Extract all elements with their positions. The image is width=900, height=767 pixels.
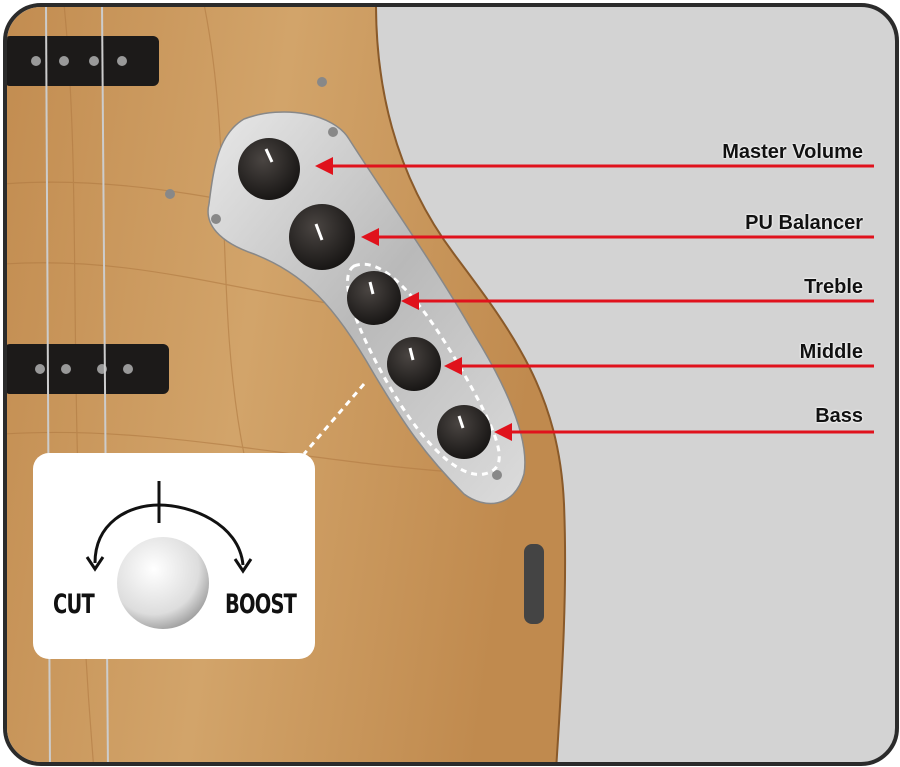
cut-label: CUT — [53, 589, 95, 620]
pickup-neck — [7, 36, 159, 86]
boost-label: BOOST — [225, 589, 297, 620]
knob-treble — [347, 271, 401, 325]
label-treble: Treble — [804, 276, 863, 298]
knob-bass — [437, 405, 491, 459]
diagram-frame: Master Volume PU Balancer Treble Middle … — [3, 3, 899, 766]
label-pu-balancer: PU Balancer — [745, 212, 863, 234]
eq-group-outline — [346, 262, 501, 476]
knob-cut-boost-illustration — [85, 481, 253, 629]
knob-detail-inset: CUT BOOST — [33, 453, 315, 659]
label-master-volume: Master Volume — [722, 141, 863, 163]
knob-pu-balancer — [289, 204, 355, 270]
knob-master-volume — [238, 138, 300, 200]
label-bass: Bass — [815, 405, 863, 427]
label-middle: Middle — [799, 341, 863, 363]
arrows — [315, 157, 874, 441]
knob-middle — [387, 337, 441, 391]
pickup-bridge — [7, 344, 169, 394]
